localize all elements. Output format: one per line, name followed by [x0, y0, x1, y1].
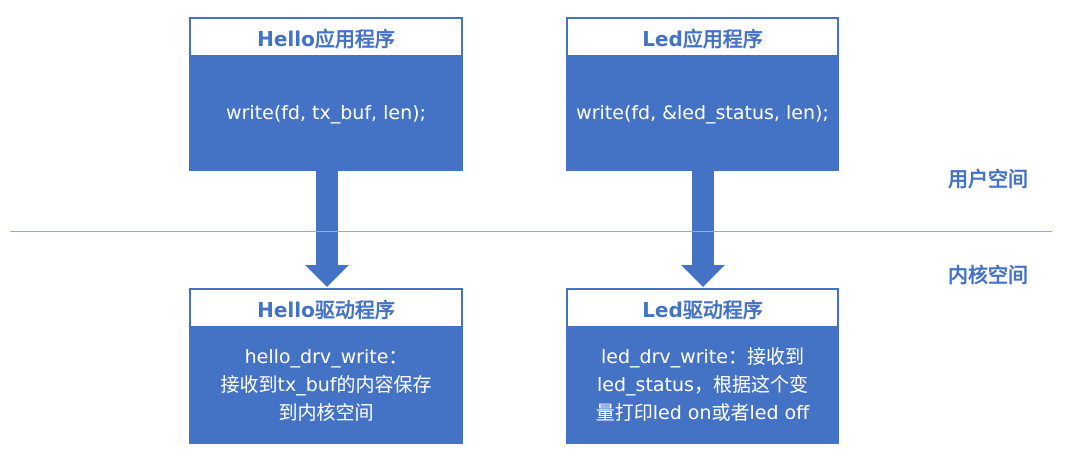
- hello-driver-title: Hello驱动程序: [257, 297, 395, 322]
- hello-driver-line-3: 到内核空间: [278, 402, 374, 424]
- hello-app-header: Hello应用程序: [189, 17, 463, 57]
- left-arrow-stem: [316, 171, 338, 265]
- hello-driver-line-1: hello_drv_write：: [244, 346, 408, 368]
- hello-driver-header: Hello驱动程序: [189, 288, 463, 328]
- led-driver-header: Led驱动程序: [566, 288, 839, 328]
- hello-app-body: write(fd, tx_buf, len);: [189, 57, 463, 171]
- hello-driver-body: hello_drv_write： 接收到tx_buf的内容保存 到内核空间: [189, 328, 463, 444]
- led-app-header: Led应用程序: [566, 17, 839, 57]
- right-arrow-stem: [692, 171, 714, 265]
- led-driver-line-2: led_status，根据这个变: [597, 374, 808, 396]
- hello-app-code: write(fd, tx_buf, len);: [226, 102, 426, 124]
- led-app-code: write(fd, &led_status, len);: [576, 102, 829, 124]
- led-driver-title: Led驱动程序: [642, 297, 763, 322]
- led-driver-line-1: led_drv_write：接收到: [601, 346, 804, 368]
- hello-driver-line-2: 接收到tx_buf的内容保存: [220, 374, 432, 396]
- left-arrow-head: [305, 265, 349, 287]
- led-app-title: Led应用程序: [642, 26, 763, 51]
- space-divider-line: [10, 231, 1052, 232]
- hello-app-title: Hello应用程序: [257, 26, 395, 51]
- led-driver-line-3: 量打印led on或者led off: [595, 402, 810, 424]
- right-arrow-head: [681, 265, 725, 287]
- led-driver-body: led_drv_write：接收到 led_status，根据这个变 量打印le…: [566, 328, 839, 444]
- led-app-body: write(fd, &led_status, len);: [566, 57, 839, 171]
- user-space-label: 用户空间: [948, 167, 1028, 191]
- kernel-space-label: 内核空间: [948, 263, 1028, 287]
